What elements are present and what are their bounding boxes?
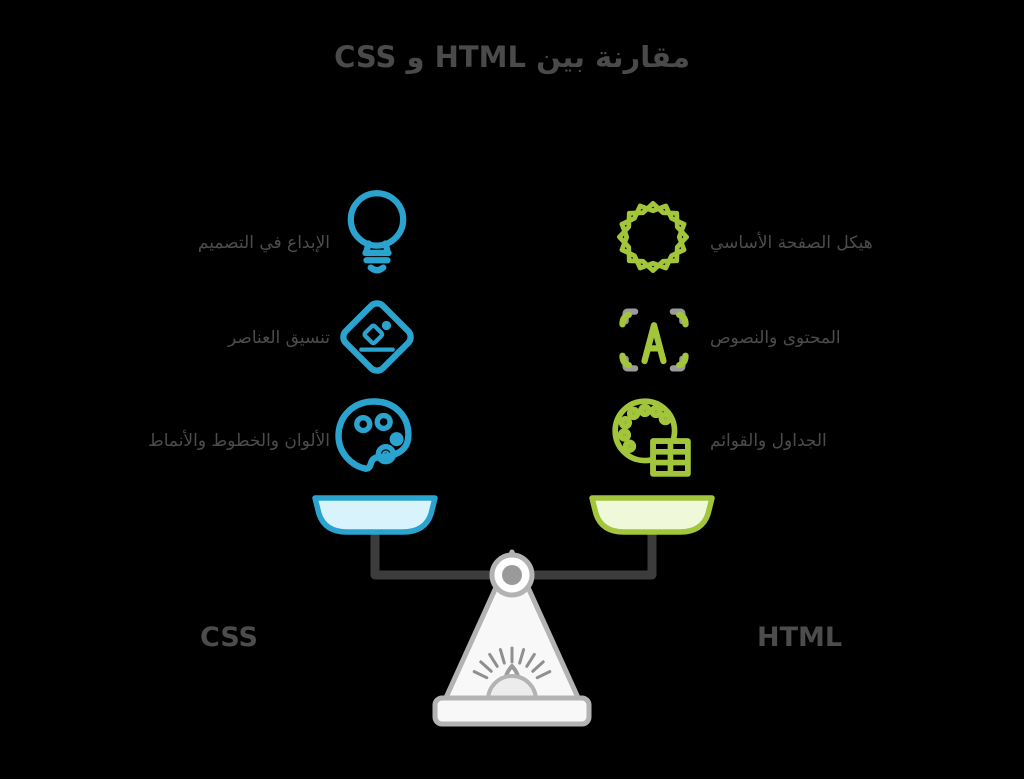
typography-frame-icon <box>611 297 697 383</box>
left-row-2 <box>334 294 420 380</box>
balance-scale <box>295 490 729 735</box>
html-label: HTML <box>757 622 843 653</box>
diagram-title: مقارنة بين HTML و CSS <box>334 40 690 74</box>
left-row-1 <box>334 189 420 275</box>
right-row-2 <box>611 297 697 383</box>
right-row-3 <box>608 394 694 480</box>
right-pan <box>589 495 715 535</box>
right-label-1: هيكل الصفحة الأساسي <box>710 233 873 253</box>
left-label-3: الألوان والخطوط والأنماط <box>147 431 330 451</box>
right-label-3: الجداول والقوائم <box>710 431 827 451</box>
left-pan <box>312 495 438 535</box>
star-rosette-icon <box>610 194 696 280</box>
right-label-2: المحتوى والنصوص <box>710 328 841 348</box>
left-row-3 <box>331 394 417 480</box>
palette-icon <box>331 394 417 480</box>
left-label-2: تنسيق العناصر <box>228 328 330 348</box>
scale-gauge-ticks <box>472 646 552 680</box>
scale-base <box>432 695 592 727</box>
css-label: CSS <box>200 622 258 653</box>
tag-icon <box>334 294 420 380</box>
right-row-1 <box>610 194 696 280</box>
left-label-1: الإبداع في التصميم <box>197 233 330 253</box>
scale-arms <box>370 525 657 580</box>
lightbulb-icon <box>334 189 420 275</box>
data-table-icon <box>608 394 694 480</box>
scale-hub <box>485 674 539 702</box>
